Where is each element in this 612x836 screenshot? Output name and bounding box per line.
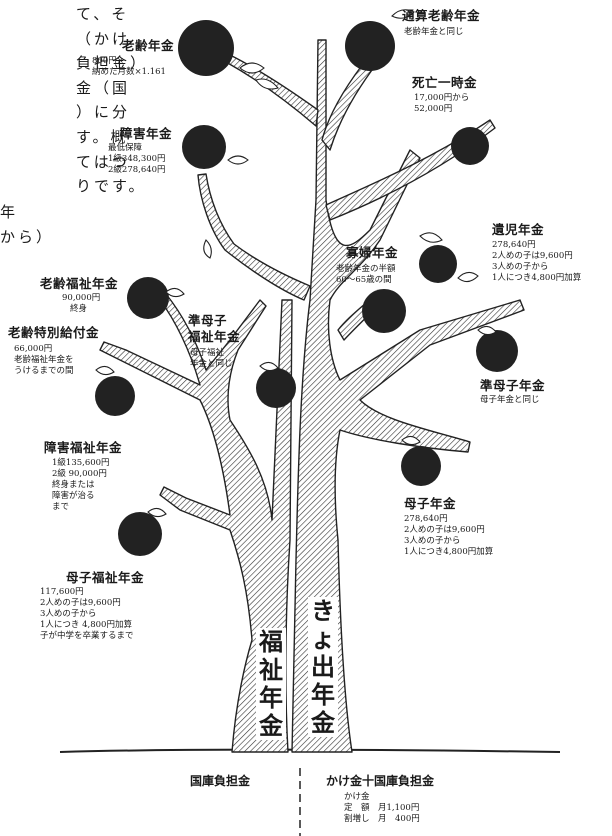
- fukushi-trunk-label: 福祉年金: [256, 628, 286, 740]
- leaf: [203, 239, 212, 259]
- intro-text-tail: 年 から）: [0, 203, 55, 246]
- fruit-rourei-fukushi: [127, 277, 169, 319]
- kyoshutsu-trunk-label: きょ出年金: [308, 597, 338, 737]
- fruit-shibou: [451, 127, 489, 165]
- fruit-junboshi: [476, 330, 518, 372]
- tsusan-title: 通算老齢年金: [402, 8, 481, 23]
- shibou-title: 死亡一時金: [412, 75, 478, 90]
- fruit-boshi: [401, 446, 441, 486]
- kafu-title: 寡婦年金: [346, 245, 399, 260]
- leaf: [165, 287, 185, 298]
- branch-rourei: [225, 54, 319, 127]
- junboshi-fukushi-title: 準母子福祉年金: [188, 313, 241, 345]
- leaf: [259, 361, 279, 372]
- fruit-tokubetsu: [95, 376, 135, 416]
- leaf: [95, 365, 115, 376]
- leaf: [457, 271, 479, 283]
- leaf: [227, 155, 249, 165]
- footer-right-detail: かけ金定 額 月1,100円割増し 月 400円: [344, 792, 420, 825]
- fruit-junboshi-fukushi: [256, 368, 296, 408]
- tsusan-detail: 老齢年金と同じ: [404, 27, 464, 37]
- intro-text: て、そ （かけ 負担金） 金（国 ）に分 す。概 てはつ りです。: [76, 5, 149, 196]
- leaf: [419, 232, 443, 243]
- leaf: [401, 435, 421, 446]
- fruit-boshi-fukushi: [118, 512, 162, 556]
- leaf: [239, 62, 265, 74]
- fruit-tsusan: [345, 21, 395, 71]
- footer-right-label: かけ金十国庫負担金: [326, 774, 435, 788]
- fruit-kafu: [362, 289, 406, 333]
- junboshi-fukushi-detail: 母子福祉年金と同じ: [190, 348, 233, 370]
- shogai-title: 障害年金: [120, 126, 173, 141]
- iji-title: 遺児年金: [492, 222, 545, 237]
- shogai-fukushi-title: 障害福祉年金: [44, 440, 123, 455]
- footer-left-label: 国庫負担金: [190, 774, 251, 788]
- fruit-iji: [419, 245, 457, 283]
- leaf: [391, 9, 415, 19]
- rourei-fukushi-detail: 90,000円終身: [62, 293, 101, 315]
- rourei-title: 老齢年金: [122, 38, 175, 53]
- rourei-tokubetsu-detail: 66,000円老齢福祉年金をうけるまでの間: [14, 344, 74, 377]
- leaf: [477, 325, 497, 336]
- leaf: [147, 507, 167, 518]
- boshi-title: 母子年金: [404, 496, 457, 511]
- fruit-rourei: [178, 20, 234, 76]
- junboshi-detail: 母子年金と同じ: [480, 395, 540, 405]
- fruit-shogai: [182, 125, 226, 169]
- boshi-fukushi-title: 母子福祉年金: [66, 570, 145, 585]
- rourei-fukushi-title: 老齢福祉年金: [40, 276, 119, 291]
- rourei-detail: 800円×納めた月数×1.161: [92, 56, 166, 78]
- junboshi-title: 準母子年金: [480, 378, 546, 393]
- rourei-tokubetsu-title: 老齢特別給付金: [8, 325, 100, 340]
- branch-shogai: [197, 173, 311, 301]
- leaf: [255, 78, 279, 90]
